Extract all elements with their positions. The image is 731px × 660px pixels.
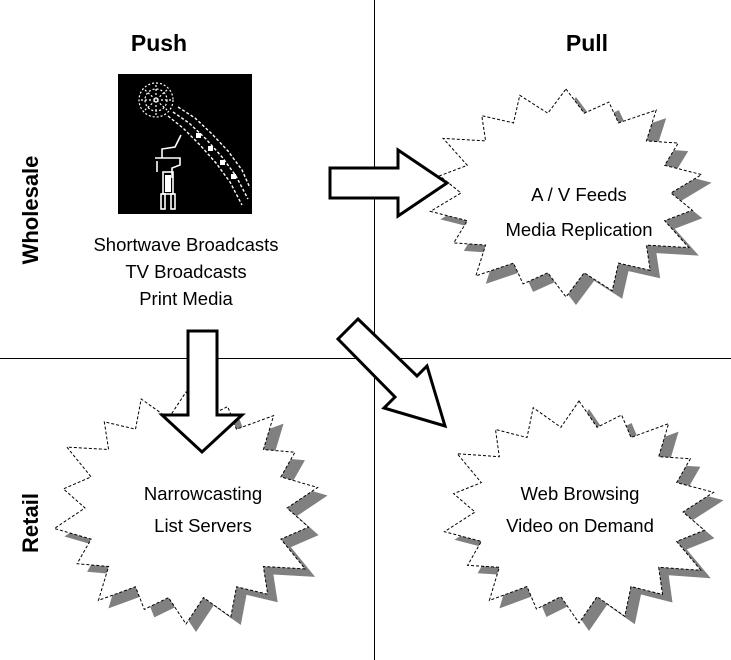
starburst-line-av-feeds: A / V Feeds bbox=[531, 184, 627, 205]
arrow-right bbox=[328, 147, 450, 219]
starburst-line-list-servers: List Servers bbox=[154, 515, 252, 536]
starburst-line-narrowcasting: Narrowcasting bbox=[144, 483, 262, 504]
starburst-line-video-on-demand: Video on Demand bbox=[506, 515, 654, 536]
row-header-retail: Retail bbox=[18, 493, 43, 553]
caption-line-shortwave: Shortwave Broadcasts bbox=[93, 234, 278, 255]
arrow-down bbox=[158, 329, 246, 455]
starburst-outline bbox=[443, 400, 715, 624]
caption-line-print: Print Media bbox=[139, 288, 233, 309]
row-header-wholesale: Wholesale bbox=[18, 156, 43, 265]
wholesale-push-caption: Shortwave Broadcasts TV Broadcasts Print… bbox=[93, 234, 278, 309]
column-header-pull: Pull bbox=[566, 30, 608, 56]
starburst-retail-push: Narrowcasting List Servers bbox=[53, 391, 328, 632]
starburst-wholesale-pull: A / V Feeds Media Replication bbox=[429, 88, 712, 305]
starburst-line-media-replication: Media Replication bbox=[505, 219, 652, 240]
arrow-diagonal bbox=[335, 316, 448, 429]
starburst-retail-pull: Web Browsing Video on Demand bbox=[443, 400, 724, 631]
microphone-icon bbox=[118, 74, 252, 214]
column-header-push: Push bbox=[131, 30, 187, 56]
starburst-outline bbox=[53, 391, 319, 625]
starburst-line-web-browsing: Web Browsing bbox=[521, 483, 640, 504]
starburst-outline bbox=[429, 88, 703, 298]
caption-line-tv: TV Broadcasts bbox=[125, 261, 246, 282]
